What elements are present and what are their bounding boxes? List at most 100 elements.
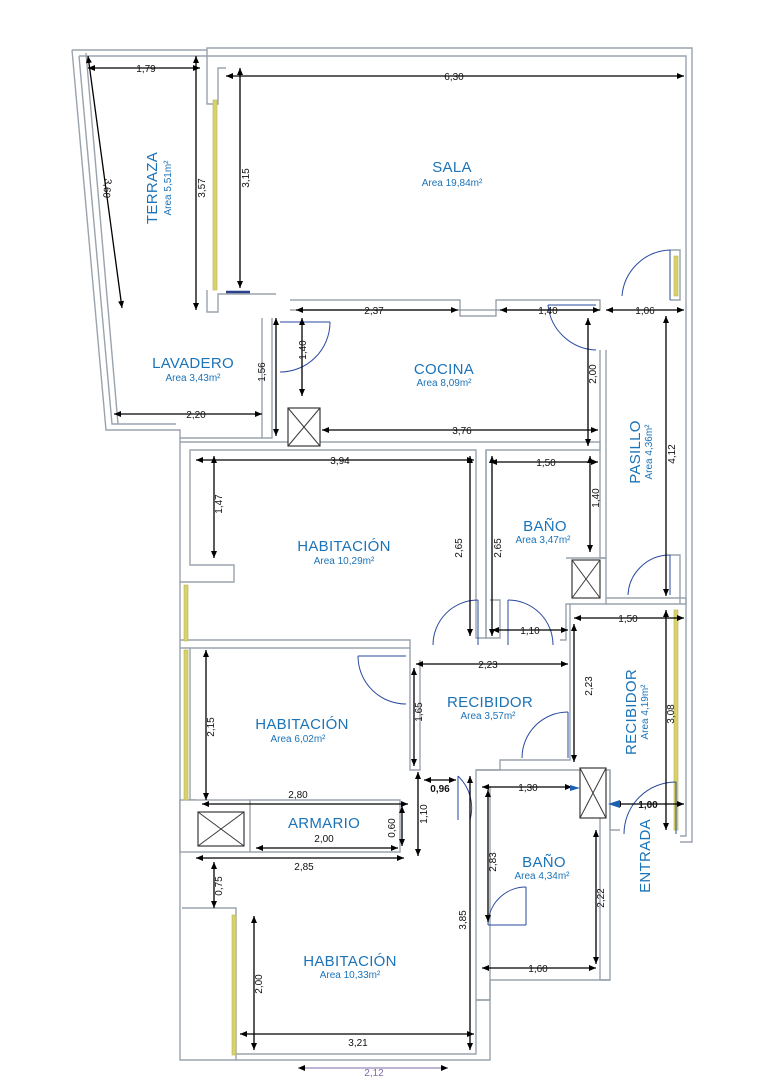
- dim-394: 3,94: [330, 456, 350, 467]
- dim-212: 2,12: [364, 1068, 384, 1079]
- room-habitacion1-name: HABITACIÓN: [297, 538, 391, 555]
- lavadero-divider: [261, 318, 273, 439]
- door-bano1: [507, 599, 554, 646]
- shaft-bano1: [571, 559, 601, 599]
- dim-140c: 1,40: [591, 488, 602, 508]
- dim-376: 3,76: [452, 426, 472, 437]
- window-habitacion2: [183, 649, 189, 801]
- dimline-360: [85, 55, 125, 309]
- dim-223b: 2,23: [584, 676, 595, 696]
- sala-lower-left: [206, 290, 276, 313]
- outer-wall: [72, 47, 693, 843]
- dim-179: 1,79: [136, 64, 156, 75]
- door-habitacion2: [357, 655, 407, 705]
- recibidor2-wall: [606, 597, 687, 605]
- bano2-right-wall: [599, 770, 610, 981]
- dim-165: 1,65: [414, 702, 425, 722]
- dim-223a: 2,23: [478, 660, 498, 671]
- room-habitacion2-area: Area 6,02m²: [270, 734, 326, 745]
- dim-130: 1,30: [518, 783, 538, 794]
- shaft-cocina: [287, 407, 321, 447]
- room-habitacion3-area: Area 10,33m²: [320, 970, 381, 981]
- room-armario-name: ARMARIO: [288, 815, 360, 832]
- dimension-lines: [85, 55, 684, 1071]
- entry-arrow-icon: [608, 800, 620, 808]
- dim-630: 6,30: [444, 72, 464, 83]
- door-sala: [621, 249, 671, 300]
- room-bano2-area: Area 4,34m²: [514, 871, 570, 882]
- dim-315: 3,15: [241, 168, 252, 188]
- room-cocina-name: COCINA: [414, 361, 474, 378]
- window-sala-terraza: [212, 99, 218, 291]
- dim-321: 3,21: [348, 1038, 368, 1049]
- windows: [183, 99, 679, 1056]
- dim-385: 3,85: [458, 910, 469, 930]
- dim-060: 0,60: [387, 818, 398, 838]
- dim-075: 0,75: [214, 876, 225, 896]
- dim-265a: 2,65: [454, 538, 465, 558]
- room-habitacion2-name: HABITACIÓN: [255, 716, 349, 733]
- dim-096: 0,96: [430, 784, 450, 795]
- room-terraza-name: TERRAZA: [144, 152, 161, 224]
- room-recibidor1-name: RECIBIDOR: [447, 694, 533, 711]
- habitacion3-wall: [236, 999, 491, 1061]
- window-habitacion1: [183, 584, 189, 642]
- pasillo-right: [670, 554, 681, 604]
- bano1-right-wall: [560, 557, 607, 641]
- door-recibidor: [521, 711, 569, 759]
- dim-200a: 2,00: [588, 364, 599, 384]
- door-habitacion1: [432, 599, 479, 646]
- dim-280: 2,80: [288, 790, 308, 801]
- left-outer-lower-inner: [189, 648, 196, 801]
- bano1-wall: [485, 450, 501, 639]
- habitacion-divider: [180, 639, 411, 649]
- room-recibidor2-name: RECIBIDOR: [623, 669, 640, 755]
- outer-wall-inner: [79, 55, 687, 837]
- room-lavadero-area: Area 3,43m²: [165, 373, 221, 384]
- dim-156: 1,56: [257, 362, 268, 382]
- room-recibidor2-area: Area 4,19m²: [640, 684, 651, 740]
- dimension-labels: 1,79 6,30 3,60 3,57 3,15 2,37 1,40 1,06 …: [100, 64, 678, 1079]
- sala-right-jamb: [670, 249, 681, 301]
- dim-412: 4,12: [667, 444, 678, 464]
- dim-106: 1,06: [635, 306, 655, 317]
- dim-150a: 1,50: [536, 458, 556, 469]
- sala-terraza-divider: [206, 50, 226, 105]
- room-terraza-area: Area 5,51m²: [163, 160, 174, 216]
- dim-308: 3,08: [666, 704, 677, 724]
- dim-200c: 2,00: [254, 974, 265, 994]
- dim-285: 2,85: [294, 862, 314, 873]
- dim-110a: 1,10: [520, 626, 540, 637]
- dim-160: 1,60: [528, 964, 548, 975]
- door-pasillo: [627, 554, 671, 596]
- arrow-icon: [570, 785, 580, 791]
- room-recibidor1-area: Area 3,57m²: [460, 711, 516, 722]
- window-sala-right: [673, 255, 679, 297]
- entrada-wall: [609, 770, 620, 831]
- room-pasillo-area: Area 4,36m²: [644, 424, 655, 480]
- room-cocina-area: Area 8,09m²: [416, 378, 472, 389]
- dim-215: 2,15: [206, 717, 217, 737]
- window-habitacion3: [231, 914, 237, 1056]
- dim-200b: 2,00: [314, 834, 334, 845]
- dim-140b: 1,40: [298, 340, 309, 360]
- dim-222: 2,22: [596, 888, 607, 908]
- room-sala-name: SALA: [432, 159, 472, 176]
- habitacion2-right-wall: [409, 648, 421, 771]
- room-habitacion3-name: HABITACIÓN: [303, 953, 397, 970]
- shaft-armario: [197, 811, 245, 847]
- room-habitacion1-area: Area 10,29m²: [314, 556, 375, 567]
- dim-357: 3,57: [197, 178, 208, 198]
- room-pasillo-name: PASILLO: [627, 420, 644, 484]
- room-labels: TERRAZA Area 5,51m² SALA Area 19,84m² LA…: [144, 152, 655, 981]
- room-entrada-name: ENTRADA: [637, 819, 654, 893]
- dim-100: 1,00: [638, 800, 658, 811]
- room-lavadero-name: LAVADERO: [152, 355, 234, 372]
- door-cocina: [279, 321, 331, 373]
- dim-237: 2,37: [364, 306, 384, 317]
- shafts: [197, 407, 607, 847]
- room-bano2-name: BAÑO: [522, 854, 566, 871]
- dim-110b: 1,10: [419, 804, 430, 824]
- dim-283: 2,83: [488, 852, 499, 872]
